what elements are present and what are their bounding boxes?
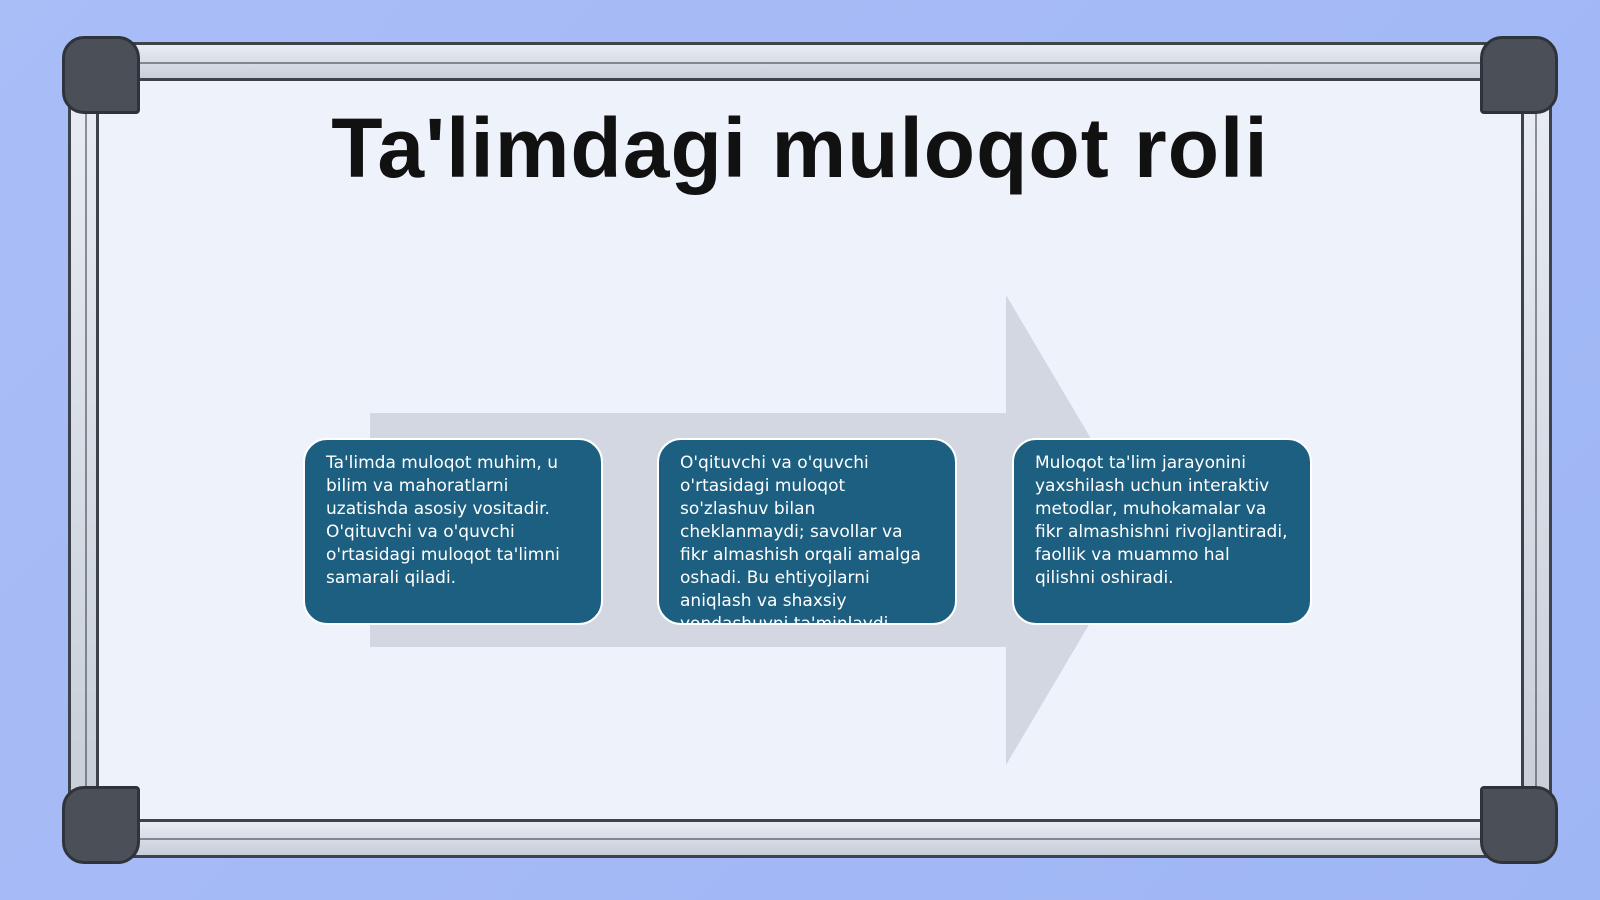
frame-corner-top-left [62,36,140,114]
frame-rail-bottom [102,818,1518,858]
frame-corner-bottom-right [1480,786,1558,864]
frame-corner-bottom-left [62,786,140,864]
frame-rail-top [102,42,1518,82]
slide-title: Ta'limdagi muloqot roli [331,101,1269,195]
process-step-2: O'qituvchi va o'quvchi o'rtasidagi muloq… [657,438,957,625]
frame-corner-top-right [1480,36,1558,114]
process-step-3: Muloqot ta'lim jarayonini yaxshilash uch… [1012,438,1312,625]
process-step-1: Ta'limda muloqot muhim, u bilim va mahor… [303,438,603,625]
